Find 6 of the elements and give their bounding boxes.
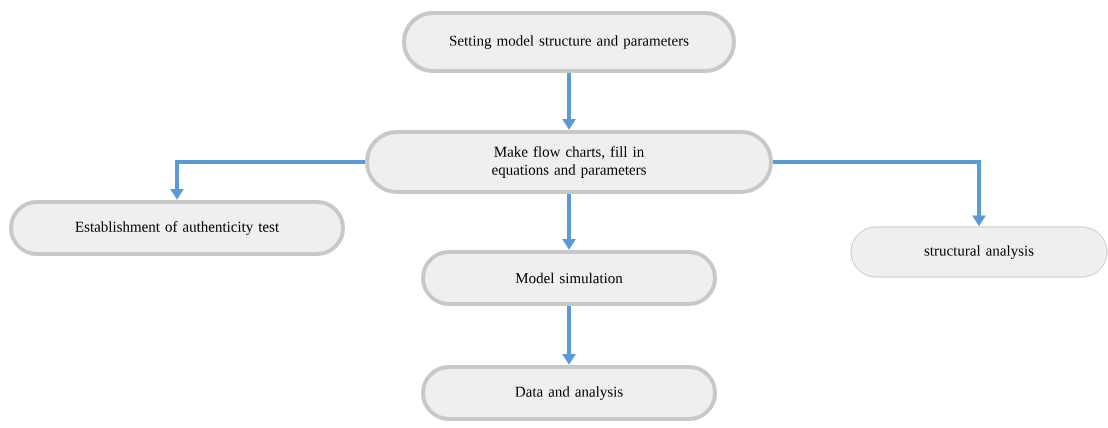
process-box: Make flow charts, fill in equations and parameters — [365, 130, 773, 194]
process-box: Establishment of authenticity test — [9, 200, 345, 256]
process-box: Setting model structure and parameters — [402, 11, 736, 73]
process-box: structural analysis — [850, 226, 1108, 278]
process-box: Model simulation — [421, 250, 717, 306]
process-box: Data and analysis — [421, 365, 717, 421]
